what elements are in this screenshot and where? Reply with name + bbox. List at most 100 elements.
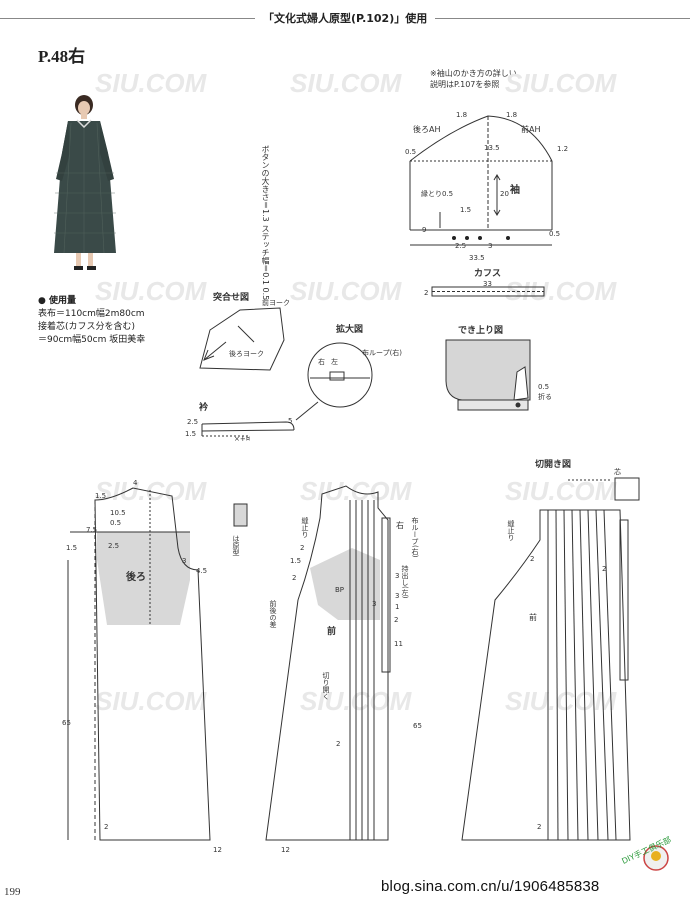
materials-heading: ● 使用量 [38, 296, 76, 306]
cut-open-stitch-stop: 縫止り [507, 519, 515, 541]
collar-dim: 5 [288, 417, 292, 425]
cut-open-front: 前 [529, 612, 537, 622]
collar-dim: 1.5 [185, 430, 196, 438]
front-label: 前 [327, 625, 336, 637]
materials-list: ● 使用量 表布＝110cm幅2m80cm 接着芯(カフス分を含む) ＝90cm… [38, 295, 208, 347]
back-dim: 4.5 [196, 567, 207, 575]
front-extension-label: 持出し(左) [401, 564, 409, 599]
collar-label: 衿 [199, 401, 208, 413]
model-photo [46, 93, 128, 273]
cuff-dim: 33 [483, 280, 492, 288]
front-dim: 2 [336, 740, 340, 748]
sleeve-note: ※袖山のかき方の詳しい 説明はP.107を参照 [430, 68, 517, 90]
front-dim: 3 [395, 572, 399, 580]
sleeve-dim: 1.8 [506, 111, 517, 119]
cut-open-dim: 2 [602, 565, 606, 573]
back-dim: 12 [213, 846, 222, 854]
page-reference: P.48右 [38, 47, 86, 66]
front-right-label: 右 [396, 520, 404, 530]
bp-label: BP [335, 586, 344, 594]
sleeve-dim: 1.8 [456, 111, 467, 119]
sleeve-slit-label: 縁とり0.5 [421, 189, 453, 198]
header-title: 「文化式婦人原型(P.102)」使用 [255, 10, 436, 26]
cut-open-center: 芯 [614, 467, 621, 476]
watermark-text: SIU.COM [505, 68, 618, 98]
sleeve-dots [452, 236, 510, 240]
front-dim: 65 [413, 722, 422, 730]
collar-dim: 2.5 [187, 418, 198, 426]
front-open-label: 切り開く [322, 672, 330, 700]
front-dim: 1.5 [290, 557, 301, 565]
sleeve-dim: 20 [500, 190, 509, 198]
sleeve-dim: 1.2 [557, 145, 568, 153]
watermark-text: SIU.COM [95, 686, 208, 716]
watermark-text: SIU.COM [95, 68, 208, 98]
collar-diagram [201, 421, 295, 437]
sleeve-dim: 3 [488, 242, 492, 250]
enlarged-loop: 布ループ(右) [362, 348, 402, 357]
watermarks: SIU.COM SIU.COM SIU.COM SIU.COM SIU.COM … [95, 68, 618, 716]
front-yoke-label: 前ヨーク [262, 298, 290, 307]
back-dim: 2 [104, 823, 108, 831]
front-hem-diff: 前後の差 [269, 599, 277, 628]
cut-open-dim: 2 [530, 555, 534, 563]
watermark-text: SIU.COM [95, 276, 208, 306]
finished-dim: 折る [538, 392, 552, 401]
materials-line: ＝90cm幅50cm 坂田美幸 [38, 335, 146, 345]
back-dim: 2.5 [108, 542, 119, 550]
front-stitch-stop: 縫止り [301, 516, 309, 538]
finished-diagram [445, 339, 531, 411]
front-dim: 11 [394, 640, 403, 648]
front-loop-label: 布ループ(右) [411, 516, 419, 558]
back-dim: 1.5 [95, 492, 106, 500]
finished-label: でき上り図 [458, 324, 503, 336]
cut-open-diagram [461, 477, 640, 841]
enlarged-label: 拡大図 [336, 323, 363, 335]
watermark-text: SIU.COM [290, 68, 403, 98]
sleeve-diagram [409, 115, 553, 246]
cuff-dim: 2 [424, 289, 428, 297]
watermark-text: SIU.COM [95, 476, 208, 506]
enlarged-diagram [295, 342, 373, 421]
back-armhole-label: 後ろAH [413, 124, 441, 134]
yoke-join-diagram [199, 307, 285, 371]
front-dim: 3 [395, 592, 399, 600]
front-bodice-diagram [265, 485, 391, 841]
back-dim: 7.5 [86, 526, 97, 534]
materials-line: 接着芯(カフス分を含む) [38, 322, 136, 332]
back-label: 後ろ [126, 570, 146, 583]
back-yoke-label: 後ろヨーク [229, 349, 264, 358]
watermark-text: SIU.COM [290, 276, 403, 306]
watermark-text: SIU.COM [505, 276, 618, 306]
button-note: ボタンの大きさ＝1.3 ステッチ幅＝0.1 0.5 [261, 145, 270, 301]
cuff-label: カフス [474, 268, 501, 279]
sleeve-dim: 2.5 [455, 242, 466, 250]
cut-open-dim: 2 [537, 823, 541, 831]
front-armhole-label: 前AH [521, 124, 541, 134]
watermark-text: SIU.COM [505, 686, 618, 716]
front-dim: 2 [394, 616, 398, 624]
sleeve-dim: 0.5 [549, 230, 560, 238]
back-dim: 3 [182, 557, 186, 565]
page-number: 199 [4, 886, 21, 898]
collar-dim: ×+¤ [234, 435, 251, 443]
sleeve-dim: 13.5 [484, 144, 500, 152]
front-dim: 1 [395, 603, 399, 611]
original-swatch [233, 503, 248, 527]
enlarged-right: 右 [318, 357, 325, 366]
yoke-join-label: 突合せ図 [213, 291, 249, 303]
sleeve-dim: 9 [422, 226, 426, 234]
sleeve-dim: 1.5 [460, 206, 471, 214]
finished-dim: 0.5 [538, 383, 549, 391]
sleeve-note-line: 説明はP.107を参照 [430, 80, 500, 89]
back-bodice-diagram [67, 487, 211, 841]
sleeve-note-line: ※袖山のかき方の詳しい [430, 69, 517, 78]
back-dim: 0.5 [110, 519, 121, 527]
materials-line: 表布＝110cm幅2m80cm [38, 309, 145, 319]
front-dim: 2 [292, 574, 296, 582]
back-dim: 65 [62, 719, 71, 727]
back-dim: 10.5 [110, 509, 126, 517]
sleeve-dim: 0.5 [405, 148, 416, 156]
sleeve-dim: 33.5 [469, 254, 485, 262]
